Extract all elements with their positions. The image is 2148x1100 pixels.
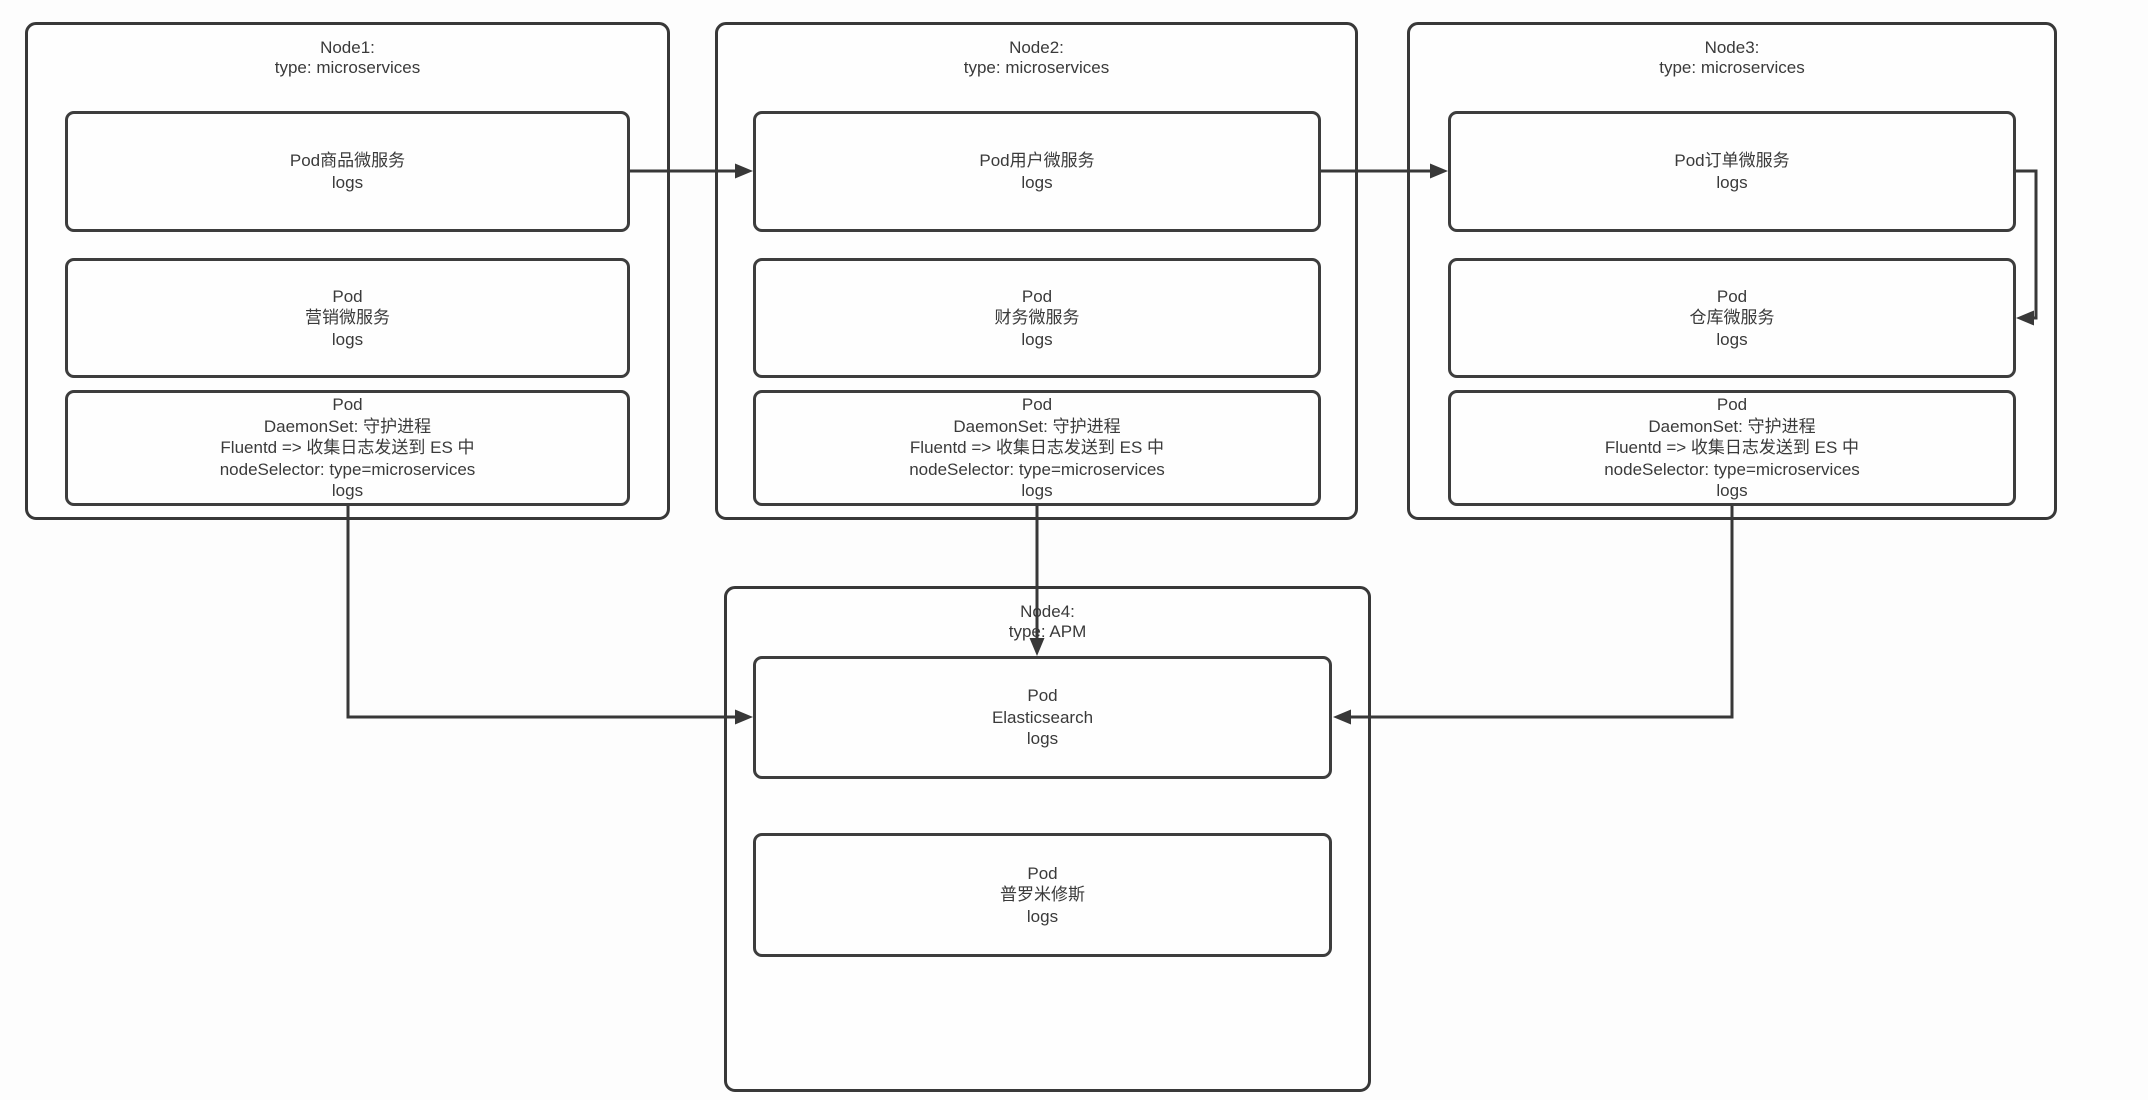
node1-box: Node1: type: microservices Pod商品微服务 logs… (25, 22, 670, 520)
node4-box: Node4: type: APM Pod Elasticsearch logs … (724, 586, 1371, 1092)
pod-text-line: 财务微服务 (994, 308, 1080, 328)
node4-pod-elasticsearch: Pod Elasticsearch logs (753, 656, 1332, 779)
node4-title-line2: type: APM (1008, 622, 1087, 641)
pod-text-line: logs (1021, 329, 1053, 349)
pod-text-line: Pod用户微服务 (979, 151, 1095, 170)
node4-title: Node4: type: APM (727, 602, 1368, 642)
pod-text-line: logs (1026, 729, 1059, 749)
pod-text-line: logs (1021, 172, 1053, 192)
pod-text-line: logs (1021, 481, 1053, 501)
pod-text-line: 普罗米修斯 (1000, 885, 1085, 905)
pod-text-line: logs (1716, 329, 1748, 349)
node2-title: Node2: type: microservices (718, 38, 1355, 78)
node4-title-line1: Node4: (1020, 602, 1075, 621)
pod-text-line: Fluentd => 收集日志发送到 ES 中 (1604, 438, 1860, 458)
pod-text-line: DaemonSet: 守护进程 (1648, 416, 1816, 436)
arrow-node3-daemonset-to-es (1333, 506, 1734, 725)
node4-pod-prometheus: Pod 普罗米修斯 logs (753, 833, 1332, 957)
node2-title-line1: Node2: (1009, 38, 1064, 57)
node3-pod-daemonset: Pod DaemonSet: 守护进程 Fluentd => 收集日志发送到 E… (1448, 390, 2016, 506)
node1-title: Node1: type: microservices (28, 38, 667, 78)
pod-text-line: logs (1026, 906, 1059, 926)
pod-text-line: 营销微服务 (305, 308, 390, 328)
pod-text-line: Pod (332, 395, 363, 415)
node1-pod-marketing: Pod 营销微服务 logs (65, 258, 630, 378)
node3-pod-warehouse: Pod 仓库微服务 logs (1448, 258, 2016, 378)
pod-text-line: 仓库微服务 (1689, 308, 1775, 328)
node2-title-line2: type: microservices (963, 58, 1110, 77)
pod-text-line: Pod (332, 286, 363, 306)
node2-box: Node2: type: microservices Pod用户微服务 logs… (715, 22, 1358, 520)
pod-text-line: logs (1716, 172, 1748, 192)
pod-text-line: logs (331, 172, 364, 192)
pod-text-line: Fluentd => 收集日志发送到 ES 中 (909, 438, 1165, 458)
pod-text-line: Pod (1021, 286, 1053, 306)
pod-text-line: Elasticsearch (991, 707, 1094, 727)
node1-title-line1: Node1: (320, 38, 375, 57)
pod-text-line: DaemonSet: 守护进程 (263, 416, 432, 436)
node2-pod-finance: Pod 财务微服务 logs (753, 258, 1321, 378)
pod-text-line: Pod (1021, 395, 1053, 415)
pod-text-line: Pod (1716, 395, 1748, 415)
node3-title-line2: type: microservices (1659, 58, 1805, 77)
node3-box: Node3: type: microservices Pod订单微服务 logs… (1407, 22, 2057, 520)
pod-text-line: logs (331, 481, 364, 501)
node2-pod-daemonset: Pod DaemonSet: 守护进程 Fluentd => 收集日志发送到 E… (753, 390, 1321, 506)
node3-pod-order: Pod订单微服务 logs (1448, 111, 2016, 232)
arrow-node1-daemonset-to-es (346, 506, 753, 725)
pod-text-line: nodeSelector: type=microservices (1604, 459, 1860, 479)
pod-text-line: Pod商品微服务 (289, 151, 406, 170)
pod-text-line: DaemonSet: 守护进程 (953, 416, 1121, 436)
node3-title-line1: Node3: (1704, 38, 1760, 57)
node3-title: Node3: type: microservices (1410, 38, 2054, 78)
pod-text-line: nodeSelector: type=microservices (909, 459, 1165, 479)
node2-pod-user: Pod用户微服务 logs (753, 111, 1321, 232)
pod-text-line: Pod订单微服务 (1674, 151, 1790, 170)
pod-text-line: Pod (1716, 286, 1748, 306)
pod-text-line: nodeSelector: type=microservices (219, 459, 476, 479)
pod-text-line: Pod (1027, 863, 1058, 883)
pod-text-line: logs (1716, 481, 1748, 501)
pod-text-line: Pod (1027, 686, 1058, 706)
pod-text-line: logs (331, 329, 364, 349)
node1-pod-product: Pod商品微服务 logs (65, 111, 630, 232)
node1-pod-daemonset: Pod DaemonSet: 守护进程 Fluentd => 收集日志发送到 E… (65, 390, 630, 506)
node1-title-line2: type: microservices (274, 58, 421, 77)
pod-text-line: Fluentd => 收集日志发送到 ES 中 (220, 438, 475, 458)
